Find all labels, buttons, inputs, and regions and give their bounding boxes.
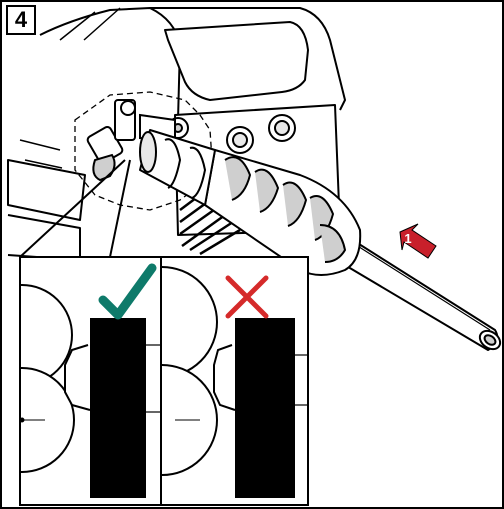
zoom-leader-right: [109, 159, 131, 258]
callout-number-1: 1: [404, 231, 411, 246]
redacted-block-correct: [90, 318, 146, 498]
insert-arrow-icon: 1: [399, 223, 437, 259]
step-number-badge: 4: [6, 5, 36, 35]
zoom-leader-left: [19, 159, 126, 258]
torch-hose: [139, 129, 502, 351]
wire-feed-connector: [86, 99, 189, 182]
redacted-block-incorrect: [235, 318, 295, 498]
detail-panel-incorrect: [160, 256, 309, 506]
cross-icon: [225, 275, 269, 319]
check-icon: [98, 263, 157, 320]
detail-panel-correct: [19, 256, 162, 506]
